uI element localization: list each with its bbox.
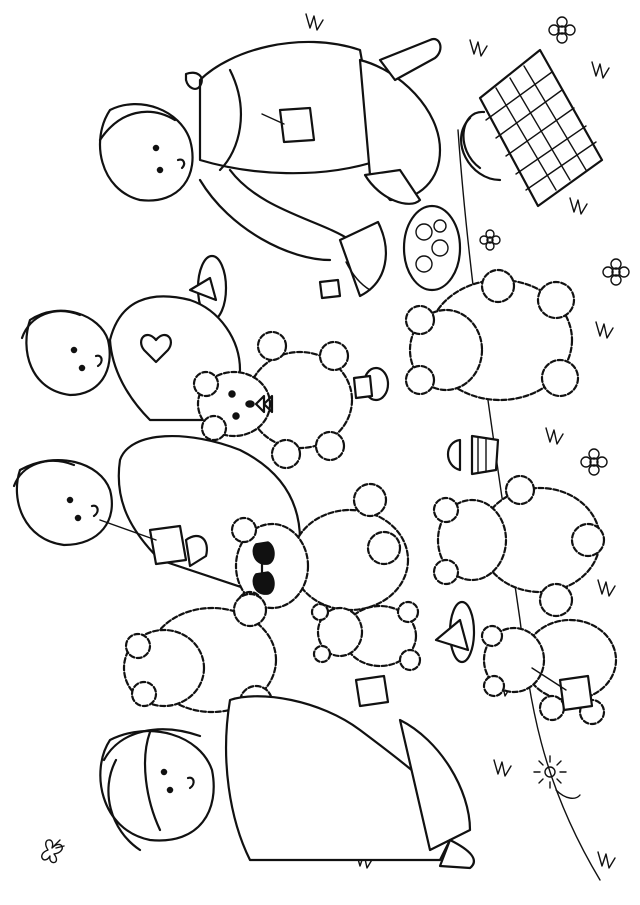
small-bear-with-drink [480,618,618,726]
drink-cup [558,674,594,712]
cup [354,674,390,708]
cake-slice [434,600,476,664]
drink-cup [148,524,188,566]
flower-icon [602,258,630,286]
teddy-bear-with-bow [192,330,354,470]
girl-with-headband [99,695,475,870]
small-teddy-bear [310,600,422,672]
teacup [352,366,390,402]
cup [318,278,342,300]
flower-icon [548,16,576,44]
butterfly-icon [41,839,65,864]
round-teddy-bear [404,268,580,402]
cupcake [446,434,500,476]
girl-sitting-top [98,37,442,298]
big-teddy-bear [432,474,606,618]
flower-icon [533,755,581,799]
flower-icon [479,229,501,251]
heart-icon [140,333,172,364]
large-teddy-bear-held [122,592,278,720]
flower-icon [580,448,608,476]
sunglasses-icon [252,541,275,595]
picnic-basket [459,48,604,208]
cookie-plate [402,204,462,292]
bow-icon [254,394,274,414]
